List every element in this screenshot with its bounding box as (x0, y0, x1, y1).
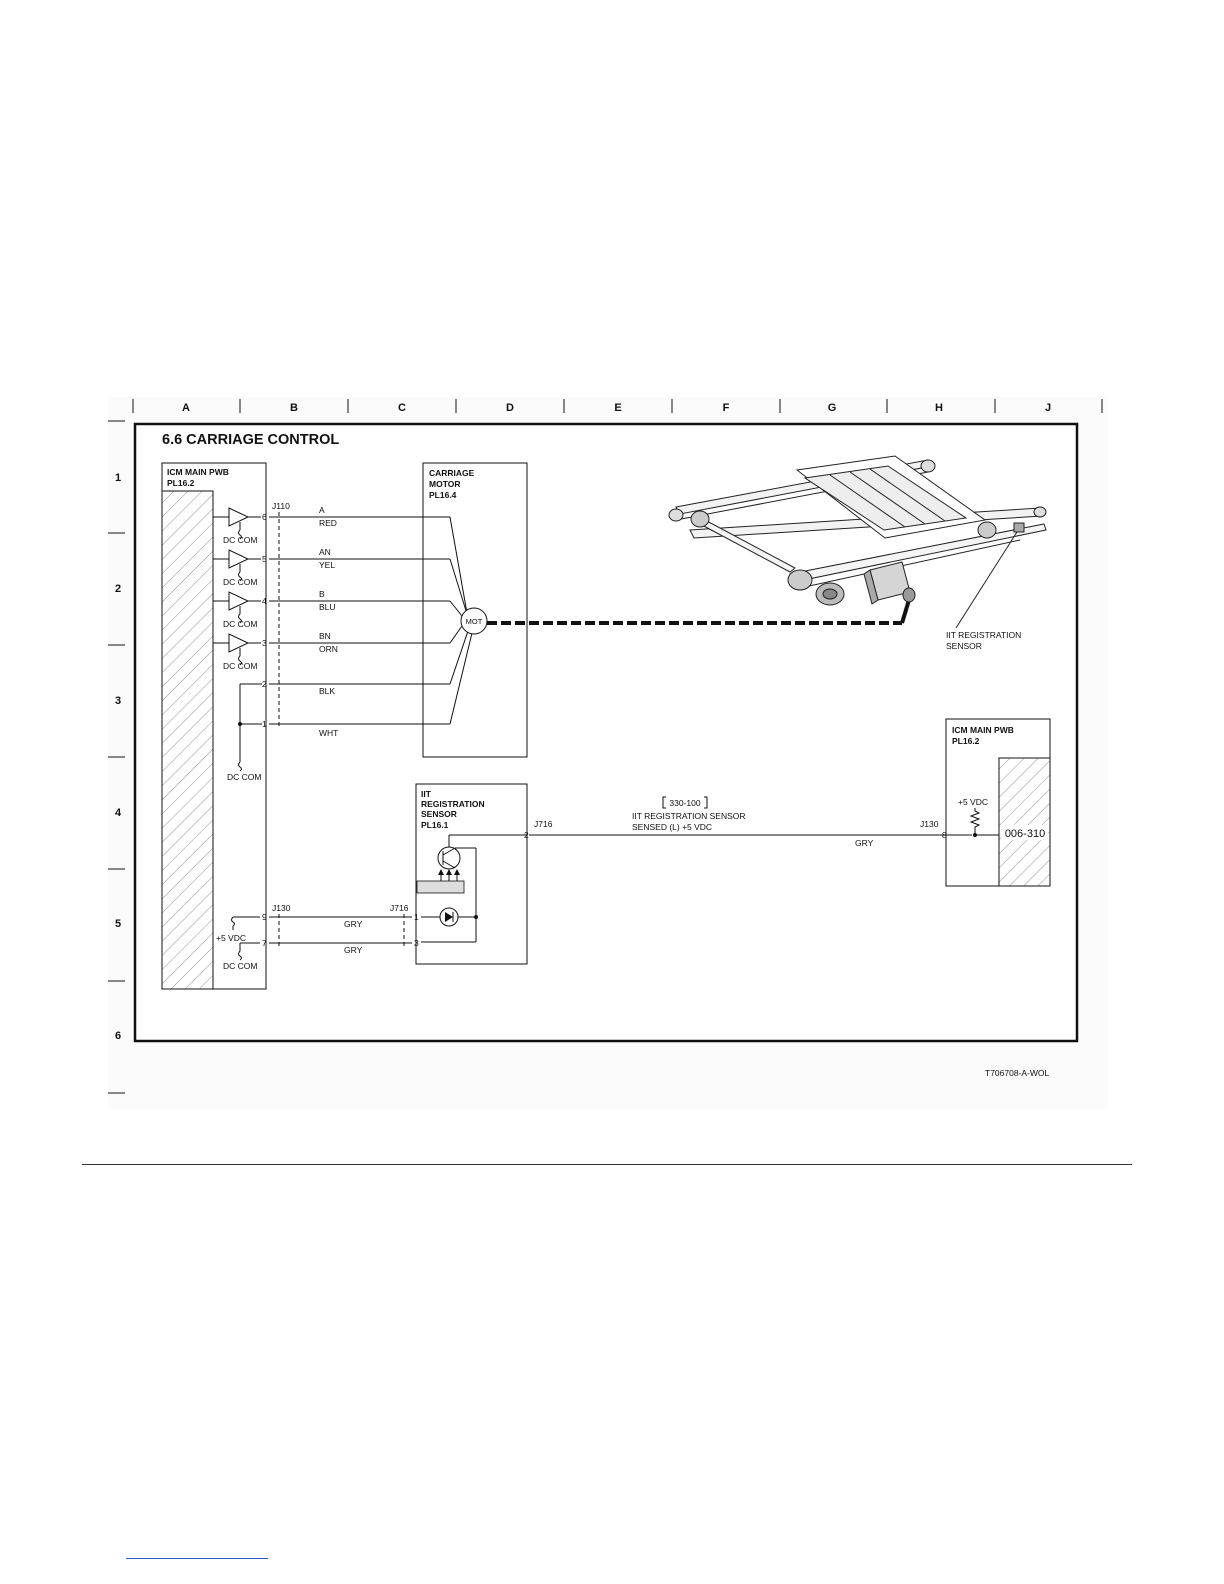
sensor-box-line2: REGISTRATION (421, 799, 485, 809)
footer-rule (82, 1164, 1132, 1165)
column-header-a: A (182, 402, 190, 414)
icm-right-name: ICM MAIN PWB (952, 725, 1014, 735)
j130-left-label: J130 (272, 903, 291, 913)
row-header-1: 1 (115, 472, 121, 484)
j716-pin-3: 3 (414, 938, 419, 948)
fault-code: 006-310 (1005, 828, 1045, 840)
iit-registration-sensor-box: IIT REGISTRATION SENSOR PL16.1 (415, 783, 528, 965)
row-header-4: 4 (115, 807, 122, 819)
callout-line1: IIT REGISTRATION (946, 630, 1021, 640)
j130-vdc: +5 VDC (216, 933, 246, 943)
sensor-box-line1: IIT (421, 789, 432, 799)
j110-pin-1: 1 (262, 719, 267, 729)
callout-line2: SENSOR (946, 641, 982, 651)
sensor-signal-line: J716 2 330-100 IIT REGISTRATION SENSOR S… (524, 796, 972, 848)
connector-j110: J110 6 5 4 3 2 1 (262, 501, 290, 729)
column-header-g: G (828, 402, 837, 414)
j110-pin-2: 2 (262, 679, 267, 689)
wire-blu: BLU (319, 602, 336, 612)
column-header-e: E (614, 402, 621, 414)
motor-symbol-label: MOT (466, 617, 483, 626)
motor-box-line1: CARRIAGE (429, 468, 475, 478)
signal-ref: 330-100 (669, 798, 700, 808)
column-header-c: C (398, 402, 406, 414)
column-header-j: J (1045, 402, 1051, 414)
j130-dc-com: DC COM (223, 961, 257, 971)
wire-orn: ORN (319, 644, 338, 654)
row-headers: 1 2 3 4 5 6 (108, 420, 125, 1094)
signal-line2: SENSED (L) +5 VDC (632, 822, 712, 832)
icm-main-pwb-left: ICM MAIN PWB PL16.2 (161, 462, 267, 990)
dc-com-5: DC COM (227, 772, 261, 782)
dc-com-4: DC COM (223, 661, 257, 671)
icm-right-pin: 8 (942, 830, 947, 840)
wire-gry-signal: GRY (855, 838, 874, 848)
signal-a: A (319, 505, 325, 515)
j716-left-label: J716 (390, 903, 409, 913)
j110-pin-4: 4 (262, 596, 267, 606)
j110-pin-3: 3 (262, 638, 267, 648)
diagram-title: 6.6 CARRIAGE CONTROL (162, 432, 339, 448)
carriage-assembly-illustration (668, 455, 1047, 629)
wire-wht: WHT (319, 728, 338, 738)
column-header-b: B (290, 402, 298, 414)
footer-link-underline (126, 1558, 268, 1559)
sensor-power-wiring: J130 9 7 +5 VDC DC COM GRY GRY J716 1 3 (216, 903, 419, 971)
carriage-motor-box: CARRIAGE MOTOR PL16.4 MOT (422, 462, 528, 758)
signal-bn: BN (319, 631, 331, 641)
icm-right-vdc: +5 VDC (958, 797, 988, 807)
icm-right-part: PL16.2 (952, 736, 980, 746)
sensor-box-line4: PL16.1 (421, 820, 449, 830)
row-header-3: 3 (115, 695, 121, 707)
wire-blk: BLK (319, 686, 335, 696)
wire-red: RED (319, 518, 337, 528)
column-header-f: F (723, 402, 730, 414)
mechanical-link (487, 599, 911, 625)
icm-left-part: PL16.2 (167, 478, 195, 488)
phototransistor-symbol (437, 846, 461, 870)
j130-pin-7: 7 (262, 938, 267, 948)
j716-right-label: J716 (534, 819, 553, 829)
j110-label: J110 (272, 501, 290, 511)
icm-main-pwb-right: ICM MAIN PWB PL16.2 +5 VDC J130 8 006-31… (920, 718, 1051, 887)
row-header-5: 5 (115, 918, 121, 930)
row-header-6: 6 (115, 1030, 121, 1042)
motor-drivers: DC COM DC COM DC COM DC COM (213, 507, 261, 671)
j110-pin-5: 5 (262, 554, 267, 564)
dc-com-return: DC COM (227, 683, 262, 782)
dc-com-2: DC COM (223, 577, 257, 587)
dc-com-3: DC COM (223, 619, 257, 629)
motor-wires: A RED AN YEL B BLU BN ORN BLK WHT (269, 505, 473, 738)
column-header-h: H (935, 402, 943, 414)
j110-pin-6: 6 (262, 512, 267, 522)
row-header-2: 2 (115, 583, 121, 595)
column-header-d: D (506, 402, 514, 414)
j716-pin-1: 1 (414, 912, 419, 922)
signal-an: AN (319, 547, 331, 557)
wire-gry-1: GRY (344, 919, 363, 929)
figure-id: T706708-A-WOL (985, 1068, 1050, 1078)
signal-line1: IIT REGISTRATION SENSOR (632, 811, 746, 821)
wire-yel: YEL (319, 560, 335, 570)
wire-gry-2: GRY (344, 945, 363, 955)
j716-right-pin: 2 (524, 830, 529, 840)
motor-box-line3: PL16.4 (429, 490, 457, 500)
icm-right-j130: J130 (920, 819, 939, 829)
column-headers: A B C D E F G H J (132, 399, 1103, 414)
dc-com-1: DC COM (223, 535, 257, 545)
motor-box-line2: MOTOR (429, 479, 460, 489)
sensor-box-line3: SENSOR (421, 809, 457, 819)
j130-pin-9: 9 (262, 912, 267, 922)
signal-b: B (319, 589, 325, 599)
icm-left-name: ICM MAIN PWB (167, 467, 229, 477)
